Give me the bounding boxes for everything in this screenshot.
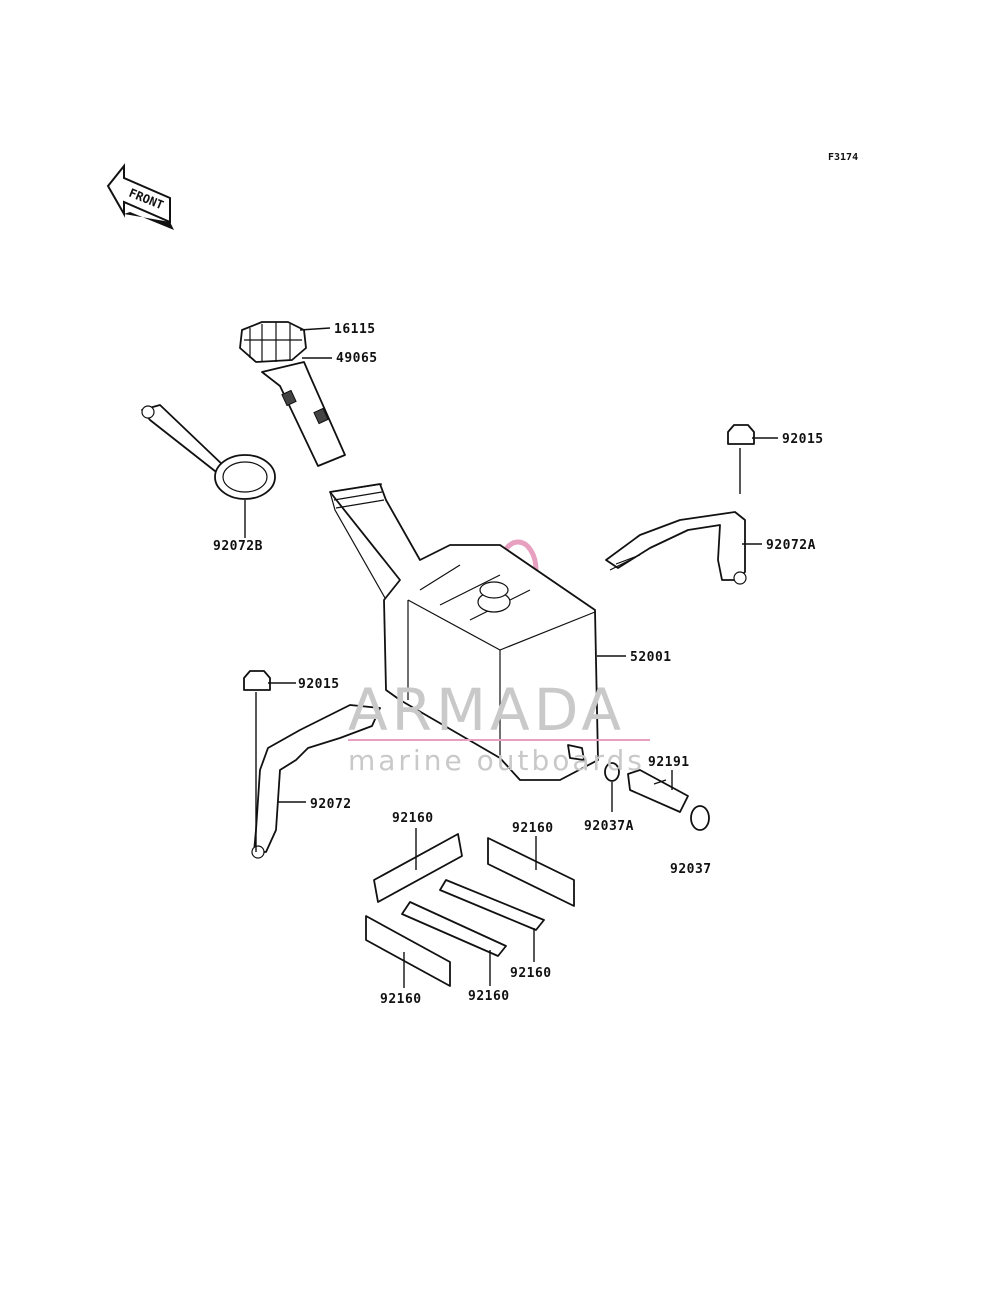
nut-right: [727, 424, 755, 445]
part-label-92015-right: 92015: [782, 432, 824, 447]
part-label-92191: 92191: [648, 755, 690, 770]
part-label-92037: 92037: [670, 862, 712, 877]
part-label-92160-2: 92160: [512, 821, 554, 836]
fuel-fitting: [567, 744, 585, 761]
part-label-92015-left: 92015: [298, 677, 340, 692]
filler-cap: [239, 321, 307, 363]
part-label-52001: 52001: [630, 650, 672, 665]
part-label-92072b: 92072B: [213, 539, 263, 554]
fuel-tank: [329, 483, 599, 781]
ref-code: F3174: [828, 152, 858, 163]
part-label-16115: 16115: [334, 322, 376, 337]
watermark-subtitle: marine outboards: [348, 744, 645, 777]
watermark-title: ARMADA: [348, 676, 625, 744]
strainer: [261, 361, 346, 467]
front-arrow-icon: FRONT: [106, 163, 174, 230]
part-label-92037a: 92037A: [584, 819, 634, 834]
part-label-92072: 92072: [310, 797, 352, 812]
nut-left: [243, 670, 271, 691]
fuel-hose: [627, 769, 689, 813]
part-label-92072a: 92072A: [766, 538, 816, 553]
tank-strap-right: [605, 511, 747, 585]
part-label-92160-5: 92160: [380, 992, 422, 1007]
clamp-a: [604, 762, 620, 782]
pads: [365, 833, 575, 987]
part-label-92160-1: 92160: [392, 811, 434, 826]
cap-strap: [141, 404, 276, 500]
tank-strap-left: [251, 704, 381, 859]
part-label-92160-3: 92160: [510, 966, 552, 981]
part-label-92160-4: 92160: [468, 989, 510, 1004]
hose-clamp: [690, 805, 710, 831]
leader-lines: [244, 327, 778, 988]
part-label-49065: 49065: [336, 351, 378, 366]
